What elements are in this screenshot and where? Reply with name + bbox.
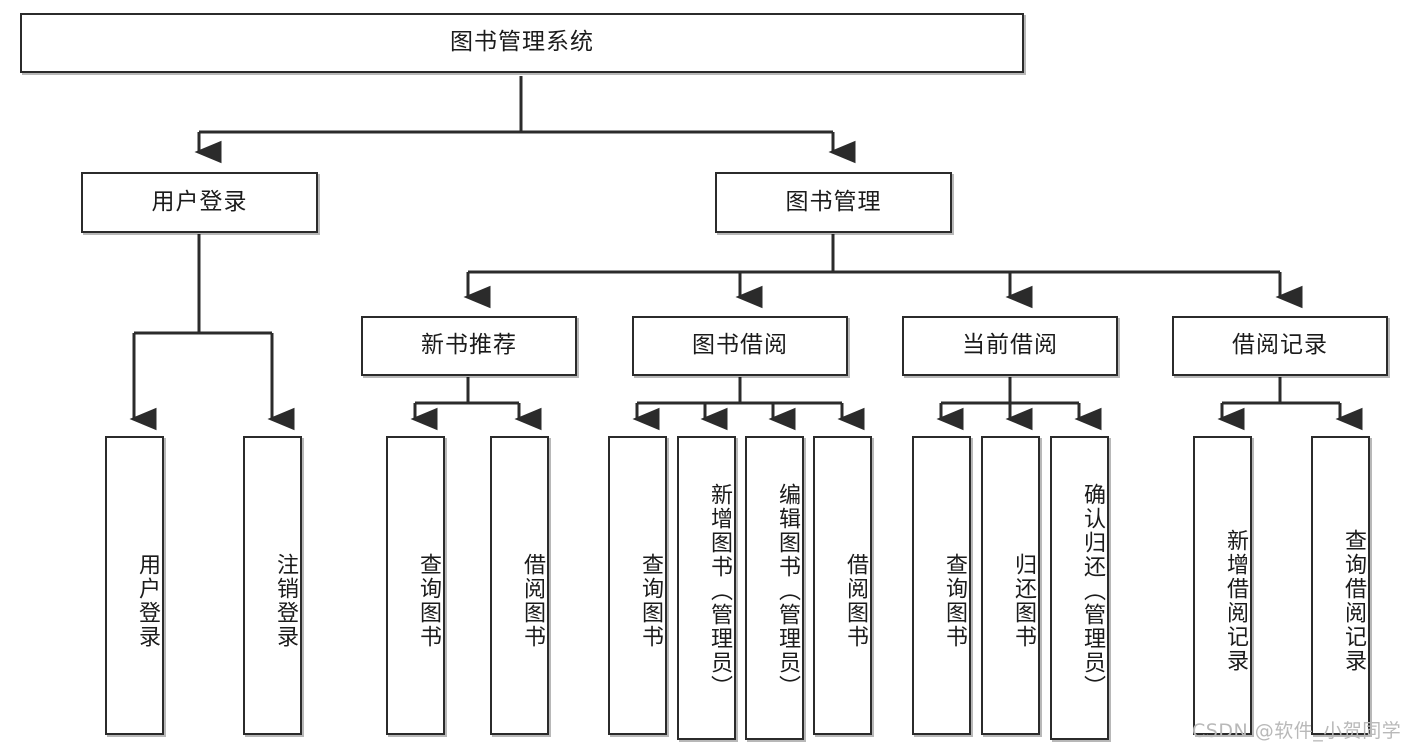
node-label: 用户登录 — [151, 188, 248, 215]
leaf-borrow-edit-book-admin[interactable]: 编辑图书（管理员） — [745, 436, 804, 740]
node-label: 新增图书（管理员） — [707, 483, 732, 699]
leaf-record-add-record[interactable]: 新增借阅记录 — [1193, 436, 1252, 735]
node-label: 归还图书 — [1011, 552, 1036, 649]
leaf-borrow-borrow-book[interactable]: 借阅图书 — [813, 436, 872, 735]
node-label: 编辑图书（管理员） — [775, 483, 800, 699]
node-label: 图书借阅 — [692, 332, 788, 359]
node-system-root[interactable]: 图书管理系统 — [20, 13, 1024, 73]
node-label: 注销登录 — [273, 552, 298, 649]
node-label: 新书推荐 — [421, 332, 517, 359]
leaf-record-query-record[interactable]: 查询借阅记录 — [1311, 436, 1370, 735]
node-label: 用户登录 — [135, 552, 160, 649]
leaf-user-login-signin[interactable]: 用户登录 — [105, 436, 164, 735]
node-label: 图书管理 — [785, 188, 882, 215]
node-label: 借阅图书 — [520, 552, 545, 649]
leaf-user-login-signout[interactable]: 注销登录 — [243, 436, 302, 735]
leaf-borrow-query-book[interactable]: 查询图书 — [608, 436, 667, 735]
leaf-current-return-book[interactable]: 归还图书 — [981, 436, 1040, 735]
node-user-login[interactable]: 用户登录 — [81, 172, 318, 233]
node-label: 借阅记录 — [1232, 332, 1328, 359]
leaf-current-query-book[interactable]: 查询图书 — [912, 436, 971, 735]
leaf-recommend-query-book[interactable]: 查询图书 — [386, 436, 445, 735]
csdn-watermark: CSDN @软件_小贺同学 — [1192, 720, 1402, 742]
node-label: 当前借阅 — [962, 332, 1058, 359]
node-label: 查询借阅记录 — [1341, 528, 1366, 673]
node-new-book-recommend[interactable]: 新书推荐 — [361, 316, 577, 376]
node-label: 查询图书 — [638, 552, 663, 649]
leaf-borrow-add-book-admin[interactable]: 新增图书（管理员） — [677, 436, 736, 740]
node-label: 借阅图书 — [843, 552, 868, 649]
node-label: 查询图书 — [942, 552, 967, 649]
node-book-management[interactable]: 图书管理 — [715, 172, 952, 233]
node-book-borrow[interactable]: 图书借阅 — [632, 316, 848, 376]
leaf-current-confirm-return-admin[interactable]: 确认归还（管理员） — [1050, 436, 1109, 740]
node-label: 新增借阅记录 — [1223, 528, 1248, 673]
node-current-borrow[interactable]: 当前借阅 — [902, 316, 1118, 376]
node-borrow-record[interactable]: 借阅记录 — [1172, 316, 1388, 376]
node-label: 查询图书 — [416, 552, 441, 649]
node-label: 图书管理系统 — [450, 29, 594, 56]
node-label: 确认归还（管理员） — [1080, 483, 1105, 699]
leaf-recommend-borrow-book[interactable]: 借阅图书 — [490, 436, 549, 735]
